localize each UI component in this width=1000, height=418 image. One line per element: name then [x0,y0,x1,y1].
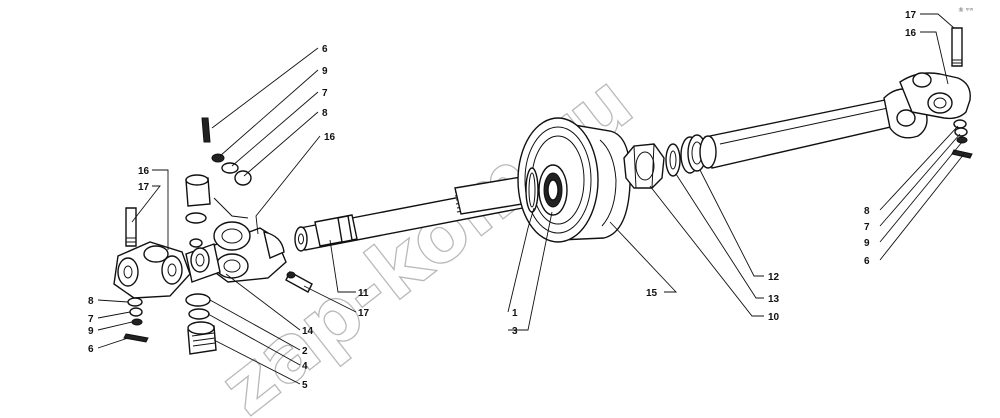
callout-12: 12 [768,272,780,283]
top-fastener-stack [201,117,252,219]
snap-ring-top [185,212,207,224]
callout-17-right: 17 [905,10,917,21]
callout-13: 13 [768,294,780,305]
callout-17-left: 17 [138,182,150,193]
callout-7-right: 7 [864,222,870,233]
left-flange-yoke [113,241,191,299]
tube-shaft [699,99,896,169]
callout-4: 4 [302,361,308,372]
callout-labels: 6 9 7 8 16 16 17 8 7 9 6 14 2 4 5 11 17 … [88,10,917,391]
callout-9-left: 9 [88,326,94,337]
callout-14: 14 [302,326,314,337]
needle-bearing-cup-bottom [187,321,217,355]
snap-ring [525,167,539,213]
callout-11: 11 [358,288,369,299]
callout-17-mid: 17 [358,308,370,319]
intermediate-support-bearing [517,117,631,243]
callout-8-left: 8 [88,296,94,307]
callout-10: 10 [768,312,780,323]
callout-6-left: 6 [88,344,94,355]
right-universal-joint [883,27,973,159]
callout-5: 5 [302,380,308,391]
callout-16-top: 16 [324,132,336,143]
callout-16-left: 16 [138,166,150,177]
callout-1: 1 [512,308,518,319]
callout-16-right: 16 [905,28,917,39]
callout-8-top: 8 [322,108,328,119]
cross-spider [185,238,221,283]
snap-ring-4 [188,308,210,320]
splined-nut [623,143,665,189]
callout-15: 15 [646,288,658,299]
callout-9-top: 9 [322,66,328,77]
callout-6-top: 6 [322,44,328,55]
corner-mark: ® ᵑᵑᵑ [958,7,974,14]
callout-2: 2 [302,346,308,357]
left-yoke [211,221,287,283]
left-fastener-stack [123,297,149,343]
callout-7-left: 7 [88,314,94,325]
snap-ring-2 [185,293,211,307]
grease-nipple-left [125,207,137,247]
callout-6-right: 6 [864,256,870,267]
callout-7-top: 7 [322,88,328,99]
needle-bearing-cup-top [185,174,211,207]
callout-8-right: 8 [864,206,870,217]
washer-ring [665,143,681,177]
callout-9-right: 9 [864,238,870,249]
grease-nipple [951,27,963,67]
bolt [951,149,973,159]
callout-3: 3 [512,326,518,337]
leader-lines [97,13,965,385]
splined-shaft [294,175,535,252]
